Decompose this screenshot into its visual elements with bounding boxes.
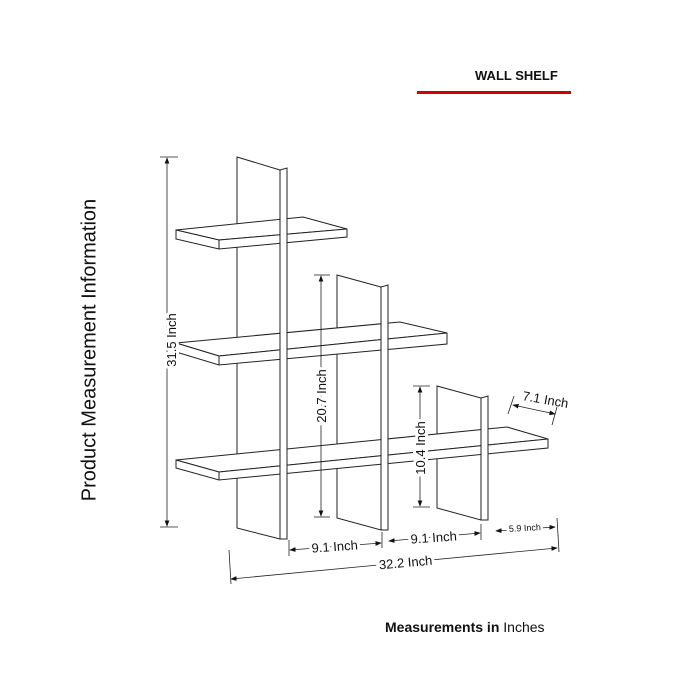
dim-small-panel-height: 10.4 Inch [413, 421, 428, 475]
dim-height: 31.5 Inch [164, 313, 179, 367]
tall-panel-edge [279, 167, 288, 540]
dim-overhang: 5.9 Inch [509, 522, 542, 534]
middle-shelf [175, 321, 448, 366]
small-panel-edge [480, 395, 489, 521]
top-shelf [175, 216, 348, 250]
units-note: Measurements in Inches [385, 619, 545, 635]
dim-spacing-1: 9.1 Inch [311, 537, 358, 555]
middle-panel [336, 274, 382, 531]
dim-spacing-2: 9.1 Inch [410, 528, 457, 546]
units-value: Inches [503, 619, 545, 635]
units-label: Measurements in [385, 619, 500, 635]
title-underline [417, 91, 571, 94]
dim-middle-panel-height: 20.7 Inch [314, 369, 329, 423]
dim-width: 32.2 Inch [378, 553, 433, 573]
dim-depth: 7.1 Inch [521, 388, 569, 411]
page-title: WALL SHELF [475, 68, 558, 83]
middle-panel-edge [380, 284, 389, 531]
